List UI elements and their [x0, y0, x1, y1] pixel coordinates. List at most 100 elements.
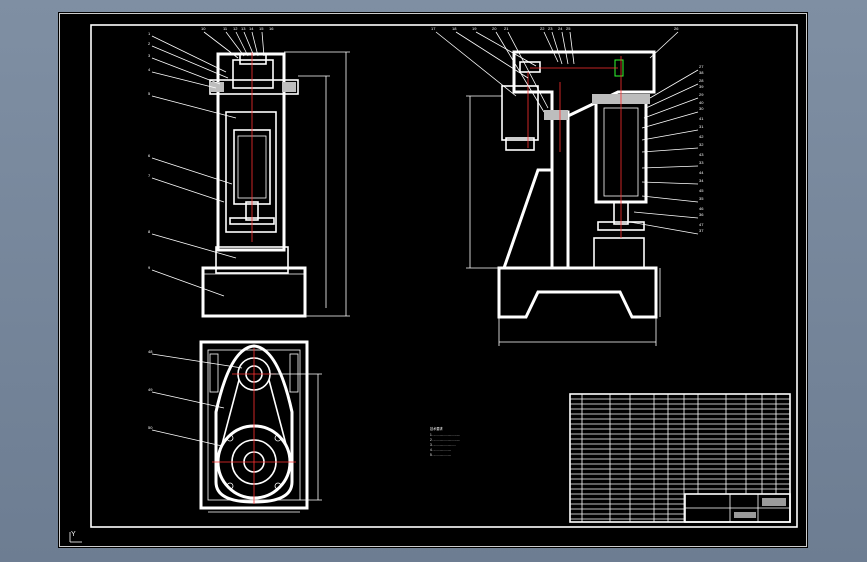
leader-line [151, 71, 217, 89]
leader-line [641, 165, 699, 169]
top-bolt [274, 482, 282, 490]
leader-line [151, 269, 225, 297]
front-leader-label: 8 [148, 229, 151, 234]
technical-notes[interactable]: 技术要求 1. .............................. 2… [430, 426, 460, 457]
side-leader-label: 34 [699, 178, 704, 183]
top-slot-l [209, 353, 219, 393]
leader-line [643, 97, 699, 119]
side-leader-label: 36 [699, 212, 704, 217]
leader-line [151, 353, 243, 369]
top-slot-r [289, 353, 299, 393]
leader-line [151, 233, 237, 259]
side-leader-label: 28 [699, 78, 704, 83]
front-leader-label: 13 [241, 26, 246, 31]
side-leader-label: 23 [548, 26, 553, 31]
side-leader-label: 40 [699, 100, 704, 105]
side-leader-label: 38 [699, 70, 704, 75]
side-leader-label: 44 [699, 170, 704, 175]
side-leader-label: 26 [674, 26, 679, 31]
top-belt-left [219, 379, 240, 453]
drawing-frame [90, 24, 798, 528]
side-leader-label: 19 [472, 26, 477, 31]
front-leader-label: 1 [148, 31, 151, 36]
front-hatch-r [282, 82, 296, 92]
side-leader-label: 18 [452, 26, 457, 31]
side-leader-label: 33 [699, 160, 704, 165]
front-leader-label: 3 [148, 53, 151, 58]
side-leader-label: 45 [699, 188, 704, 193]
side-leader-label: 46 [699, 206, 704, 211]
front-leader-label: 9 [148, 265, 151, 270]
leader-line [435, 31, 517, 97]
front-leader-label: 12 [233, 26, 238, 31]
top-leaders [151, 353, 243, 447]
front-leader-label: 7 [148, 173, 151, 178]
leader-line [645, 83, 699, 109]
top-leader-label: 49 [148, 387, 153, 392]
title-block[interactable] [569, 393, 791, 523]
side-leader-label: 17 [431, 26, 436, 31]
side-pulley-top [519, 61, 541, 73]
leader-line [151, 429, 223, 447]
leader-line [641, 111, 699, 129]
leader-line [551, 31, 563, 65]
front-leader-label: 2 [148, 41, 151, 46]
leader-line [561, 31, 569, 65]
leader-line [225, 31, 245, 57]
leader-line [243, 31, 255, 57]
top-outline [199, 340, 309, 510]
side-leader-label: 39 [699, 84, 704, 89]
front-base-pad [215, 246, 289, 274]
leader-line [641, 181, 699, 185]
leader-line [151, 57, 221, 85]
notes-line: 5. .................... [430, 453, 451, 457]
front-leader-label: 4 [148, 67, 151, 72]
front-leader-label: 16 [269, 26, 274, 31]
front-leader-label: 14 [249, 26, 254, 31]
front-leader-label: 15 [259, 26, 264, 31]
leader-line [151, 157, 233, 185]
ucs-label: Y [71, 531, 76, 538]
leader-line [151, 45, 229, 79]
side-leader-label: 29 [699, 92, 704, 97]
side-leader-label: 42 [699, 134, 704, 139]
front-hatch-l [210, 82, 224, 92]
leader-line [543, 31, 559, 63]
leader-line [203, 31, 239, 59]
front-base [201, 266, 307, 318]
top-bolt [274, 434, 282, 442]
leader-line [151, 391, 225, 409]
side-pulley-small [544, 110, 568, 120]
front-leader-label: 5 [148, 91, 151, 96]
leader-line [569, 31, 575, 65]
leader-line [649, 31, 679, 59]
side-leader-label: 31 [699, 124, 704, 129]
front-leaders [151, 31, 265, 297]
side-leaders [435, 31, 699, 235]
notes-line: 3. ......................... [430, 443, 456, 447]
parts-list-frame [569, 393, 791, 523]
side-leader-label: 27 [699, 64, 704, 69]
side-motor [501, 85, 539, 141]
leader-line [507, 31, 549, 109]
leader-line [151, 177, 225, 203]
front-frame-inner [225, 111, 277, 233]
leader-line [251, 31, 259, 57]
leader-line [151, 35, 227, 73]
notes-line: 1. .............................. [430, 433, 460, 437]
parts-list-grid [570, 394, 790, 522]
side-base [497, 266, 658, 319]
ucs-axis-icon: Y [69, 531, 82, 543]
side-leader-label: 30 [699, 106, 704, 111]
top-leader-label: 50 [148, 425, 153, 430]
front-leader-label: 11 [223, 26, 228, 31]
front-leader-label: 6 [148, 153, 151, 158]
leader-line [455, 31, 529, 79]
notes-line: 4. .................... [430, 448, 451, 452]
